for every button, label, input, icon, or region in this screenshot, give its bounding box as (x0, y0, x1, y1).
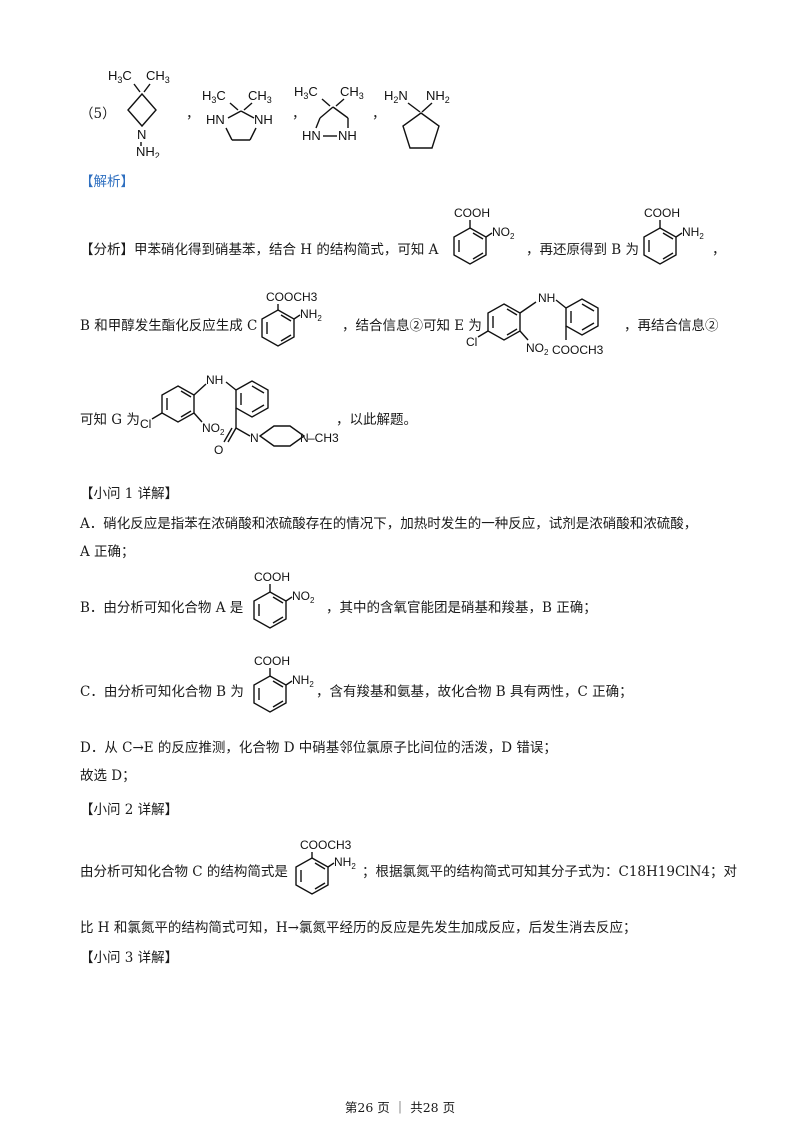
svg-text:COOCH3: COOCH3 (552, 343, 604, 357)
svg-text:H3C: H3C (202, 88, 226, 105)
q1-option-b-suffix: ，其中的含氧官能团是硝基和羧基，B 正确； (326, 600, 597, 616)
structure-compound-B: COOH NH2 (643, 206, 704, 265)
svg-text:H2N: H2N (384, 88, 408, 105)
svg-text:NH: NH (206, 373, 223, 387)
q3-heading: 【小问 3 详解】 (80, 950, 179, 966)
svg-text:COOCH3: COOCH3 (266, 290, 318, 304)
structure-compound-C-repeat: COOCH3 NH2 (295, 838, 356, 895)
svg-text:CH3: CH3 (248, 88, 272, 105)
svg-text:NO2: NO2 (202, 421, 225, 437)
svg-text:Cl: Cl (466, 335, 477, 349)
svg-text:NH: NH (338, 128, 357, 143)
molecule-aminoazetidine: H3C CH3 N NH2 (108, 68, 170, 158)
separator-comma: ， (186, 106, 200, 122)
q2-text-line2: 比 H 和氯氮平的结构简式可知，H→氯氮平经历的反应是先发生加成反应，后发生消去… (80, 920, 637, 936)
svg-text:NO2: NO2 (492, 225, 515, 241)
page-footer: 第26 页 ｜ 共28 页 (344, 1100, 456, 1115)
q1-option-d: D．从 C→E 的反应推测，化合物 D 中硝基邻位氯原子比间位的活泼，D 错误； (80, 740, 557, 756)
svg-text:HN: HN (302, 128, 321, 143)
molecule-dimethylimidazolidine: H3C CH3 HN NH (202, 88, 273, 141)
q2-text-prefix: 由分析可知化合物 C 的结构简式是 (80, 864, 288, 880)
separator-comma: ， (292, 106, 306, 122)
svg-text:NH2: NH2 (300, 307, 322, 323)
q1-answer: 故选 D； (80, 768, 136, 784)
q2-heading: 【小问 2 详解】 (80, 802, 179, 818)
analysis-text-1a: 【分析】甲苯硝化得到硝基苯，结合 H 的结构简式，可知 A (80, 242, 439, 258)
structure-compound-E: Cl NH NO2 COOCH3 (466, 291, 604, 357)
svg-text:N: N (300, 431, 309, 445)
structure-compound-C: COOCH3 NH2 (261, 290, 322, 347)
analysis-text-3b: ，以此解题。 (336, 412, 417, 428)
svg-text:O: O (214, 443, 223, 457)
q2-text-suffix: ；根据氯氮平的结构简式可知其分子式为：C18H19ClN4；对 (362, 864, 738, 880)
svg-text:NH: NH (254, 112, 273, 127)
svg-text:COOH: COOH (254, 654, 290, 668)
question-5-label: （5） (80, 106, 116, 122)
svg-text:NH: NH (538, 291, 555, 305)
svg-text:CH3: CH3 (146, 68, 170, 85)
svg-text:N: N (250, 431, 259, 445)
analysis-text-1b: ，再还原得到 B 为 (526, 242, 640, 258)
svg-text:COOH: COOH (454, 206, 490, 220)
analysis-text-2c: ，再结合信息② (624, 318, 719, 334)
structure-compound-B-repeat: COOH NH2 (253, 654, 314, 713)
svg-text:–CH3: –CH3 (308, 431, 339, 445)
svg-text:NO2: NO2 (292, 589, 315, 605)
analysis-text-2a: B 和甲醇发生酯化反应生成 C (80, 318, 258, 334)
analysis-text-2b: ，结合信息②可知 E 为 (342, 318, 482, 334)
svg-text:COOCH3: COOCH3 (300, 838, 352, 852)
svg-text:NO2: NO2 (526, 341, 549, 357)
svg-text:NH2: NH2 (292, 673, 314, 689)
analysis-text-3a: 可知 G 为 (80, 412, 140, 428)
q1-option-a-line1: A．硝化反应是指苯在浓硝酸和浓硫酸存在的情况下，加热时发生的一种反应，试剂是浓硝… (80, 516, 698, 532)
q1-option-a-line2: A 正确； (80, 544, 135, 560)
svg-text:NH2: NH2 (682, 225, 704, 241)
analysis-text-1c: ， (712, 242, 726, 258)
molecule-dimethylpyrazolidine: H3C CH3 HN NH (294, 84, 364, 143)
q1-option-c-suffix: ，含有羧基和氨基，故化合物 B 具有两性，C 正确； (316, 684, 633, 700)
svg-text:CH3: CH3 (340, 84, 364, 101)
q1-heading: 【小问 1 详解】 (80, 486, 179, 502)
svg-text:NH2: NH2 (136, 144, 160, 158)
svg-text:Cl: Cl (140, 417, 151, 431)
svg-text:H3C: H3C (108, 68, 132, 85)
svg-text:H3C: H3C (294, 84, 318, 101)
svg-text:COOH: COOH (254, 570, 290, 584)
ring-nitrogen: N (137, 127, 146, 142)
molecule-cyclopentanediamine: H2N NH2 (384, 88, 450, 149)
structure-compound-A: COOH NO2 (453, 206, 515, 265)
analysis-heading: 【解析】 (80, 174, 134, 190)
q1-option-c-prefix: C．由分析可知化合物 B 为 (80, 684, 244, 700)
svg-text:NH2: NH2 (426, 88, 450, 105)
svg-text:NH2: NH2 (334, 855, 356, 871)
structure-compound-A-repeat: COOH NO2 (253, 570, 315, 629)
separator-comma: ， (372, 106, 386, 122)
svg-text:HN: HN (206, 112, 225, 127)
structure-compound-G: Cl NH NO2 O N N –CH3 (140, 373, 339, 457)
q1-option-b-prefix: B．由分析可知化合物 A 是 (80, 600, 244, 616)
svg-text:COOH: COOH (644, 206, 680, 220)
